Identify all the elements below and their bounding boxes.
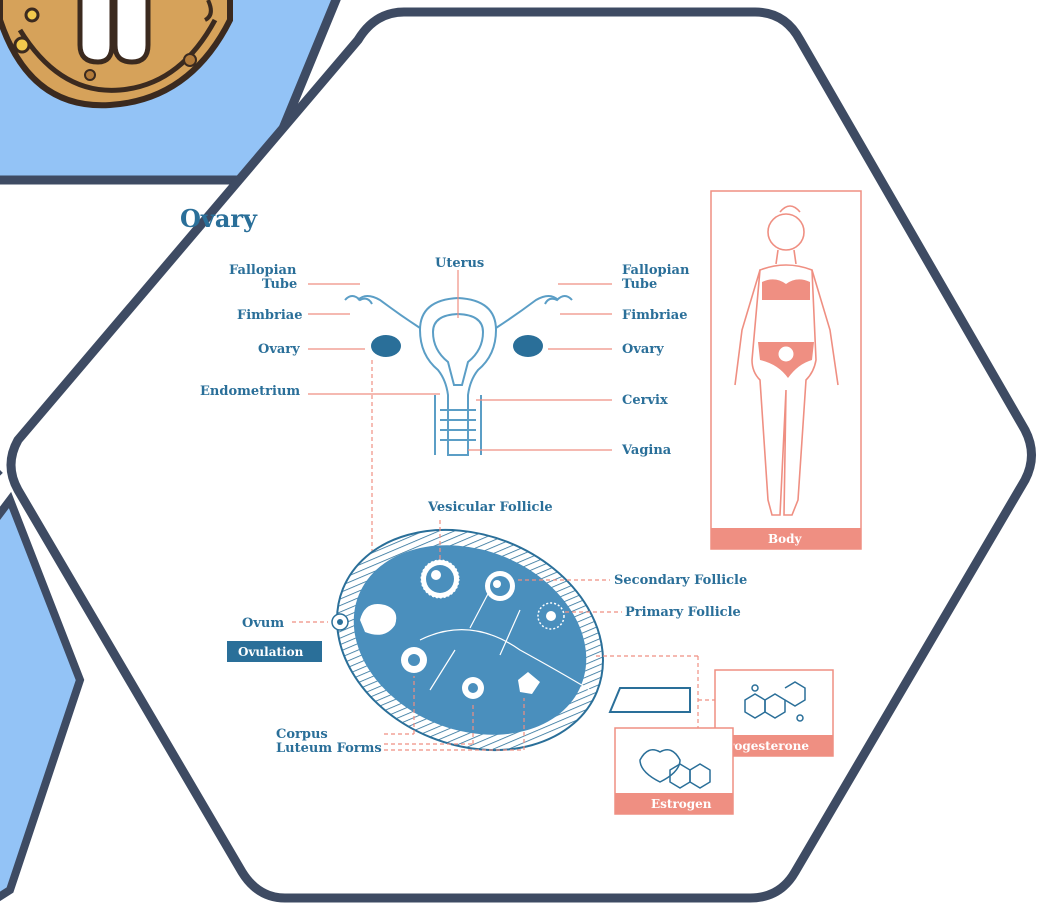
label-fimbriae-left: Fimbriae xyxy=(237,308,303,323)
label-fallopian-tube-left: Fallopian xyxy=(229,263,297,278)
label-primary-follicle: Primary Follicle xyxy=(625,605,741,620)
label-body: Body xyxy=(768,532,803,546)
label-ovulation: Ovulation xyxy=(238,645,304,659)
label-fallopian-tube-right-line2: Tube xyxy=(622,277,657,292)
left-ovary-shape xyxy=(371,335,401,357)
label-ovary-right: Ovary xyxy=(622,342,664,357)
label-corpus-luteum-line1: Corpus xyxy=(276,727,328,742)
label-cervix: Cervix xyxy=(622,393,668,408)
label-vesicular-follicle: Vesicular Follicle xyxy=(427,500,553,515)
label-fallopian-tube-right: Fallopian xyxy=(622,263,690,278)
label-fallopian-tube-left-line2: Tube xyxy=(262,277,297,292)
label-secondary-follicle: Secondary Follicle xyxy=(614,573,747,588)
label-corpus-luteum-line2: Luteum Forms xyxy=(276,741,382,756)
label-ovum: Ovum xyxy=(242,616,284,631)
label-uterus: Uterus xyxy=(435,256,484,271)
estrogen-box: Estrogen xyxy=(615,728,733,814)
label-ovary-left: Ovary xyxy=(258,342,300,357)
label-endometrium: Endometrium xyxy=(200,384,300,399)
body-panel: Body xyxy=(711,191,861,549)
label-fimbriae-right: Fimbriae xyxy=(622,308,688,323)
right-ovary-shape xyxy=(513,335,543,357)
diagram-title: Ovary xyxy=(180,204,258,233)
label-vagina: Vagina xyxy=(621,443,672,458)
label-estrogen: Estrogen xyxy=(651,797,712,811)
